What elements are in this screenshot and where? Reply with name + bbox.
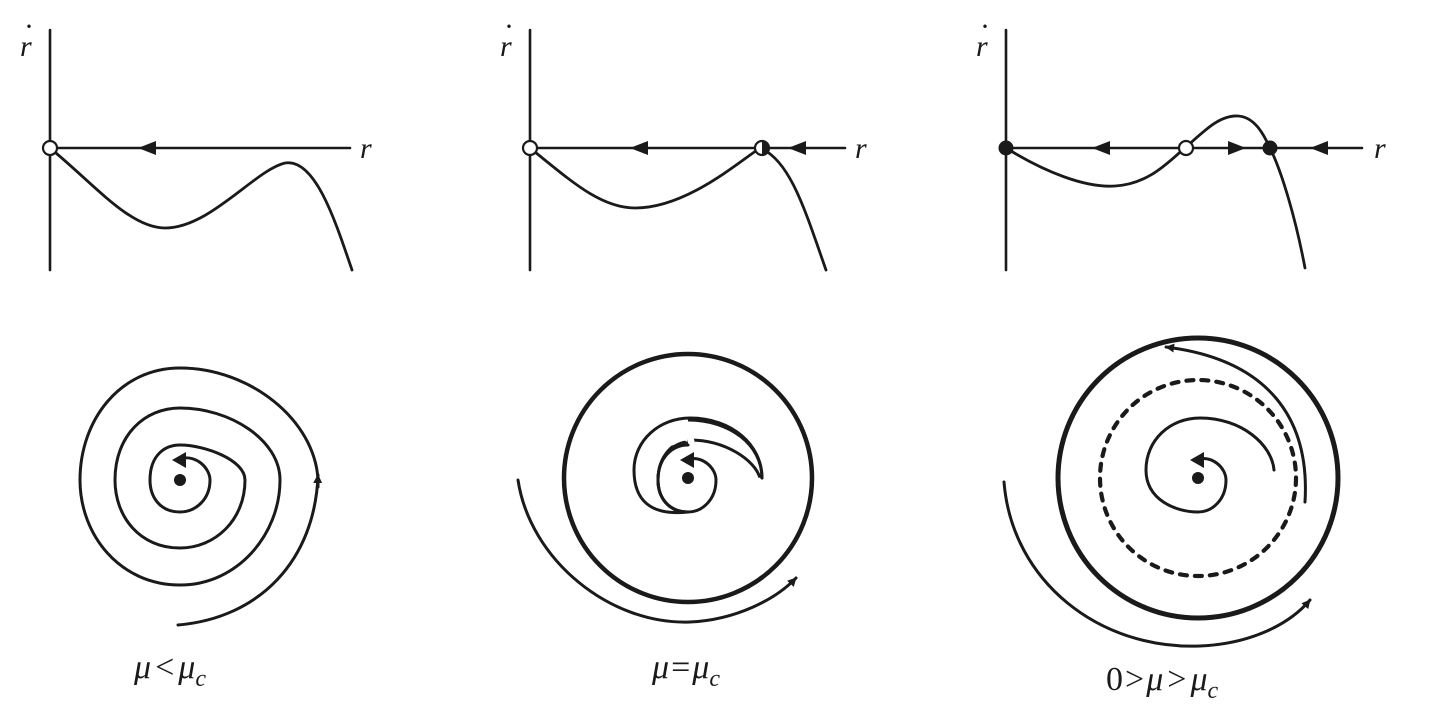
caption-1: μ<μc	[133, 649, 206, 692]
stable-fixed-point-origin	[998, 140, 1014, 156]
y-axis-label-dot: ·	[980, 10, 990, 43]
escaping-flow-arc	[1164, 343, 1307, 504]
rdot-curve	[48, 146, 354, 272]
flow-arrow-left-icon	[1310, 141, 1328, 155]
incoming-flow-arc	[516, 478, 798, 624]
caption-2: μ=μc	[651, 649, 720, 692]
panel-mu-equals-mu-c: r · r μ=μc	[500, 10, 867, 692]
rdot-curve	[1004, 114, 1307, 270]
r-axis-label: r	[855, 132, 867, 165]
unstable-fixed-point	[1177, 139, 1195, 157]
fixed-point-dot	[174, 474, 186, 486]
outward-spiral	[78, 366, 320, 587]
phase-line-plot-2: r · r	[500, 10, 867, 272]
flow-arrow-left-icon	[788, 141, 806, 155]
y-axis-label: r	[20, 30, 32, 63]
stable-fixed-point	[1262, 140, 1278, 156]
phase-line-plot-3: r · r	[976, 10, 1386, 272]
spiral-start-arrow-icon	[1190, 452, 1204, 468]
phase-portrait-1	[78, 366, 323, 627]
inner-spiral	[1144, 416, 1276, 514]
panel-mu-less-than-mu-c: r · r μ<μc	[20, 10, 372, 692]
flow-arrow-right-icon	[1228, 141, 1246, 155]
stable-limit-cycle	[1055, 335, 1341, 621]
phase-line-plot-1: r · r	[20, 10, 372, 272]
inner-spiral-arc	[632, 416, 764, 515]
phase-portrait-2	[516, 351, 815, 624]
panel-mu-between: r · r 0>μ>μc	[976, 10, 1386, 704]
inner-spiral-clean	[631, 436, 766, 524]
caption-3: 0>μ>μc	[1106, 661, 1219, 704]
fixed-point-dot	[682, 472, 694, 484]
unstable-fixed-point	[41, 139, 59, 157]
flow-arrow-left-icon	[630, 141, 648, 155]
rdot-curve	[528, 146, 828, 272]
incoming-flow-arc	[176, 473, 323, 627]
y-axis-label: r	[976, 30, 988, 63]
y-axis-label-dot: ·	[24, 10, 34, 43]
phase-portrait-3	[1002, 335, 1341, 648]
r-axis-label: r	[360, 132, 372, 165]
incoming-flow-arc	[1002, 480, 1312, 648]
fixed-point-dot	[1192, 472, 1204, 484]
flow-arrow-left-icon	[1092, 141, 1110, 155]
flow-arrow-left-icon	[138, 141, 156, 155]
spiral-start-arrow-icon	[172, 452, 186, 468]
spiral-start-arrow-icon	[680, 452, 694, 468]
y-axis-label-dot: ·	[504, 10, 514, 43]
unstable-fixed-point	[521, 139, 539, 157]
unstable-limit-cycle	[1097, 377, 1299, 579]
half-stable-fixed-point	[753, 139, 771, 157]
r-axis-label: r	[1374, 132, 1386, 165]
half-stable-limit-cycle	[561, 351, 815, 605]
y-axis-label: r	[500, 30, 512, 63]
